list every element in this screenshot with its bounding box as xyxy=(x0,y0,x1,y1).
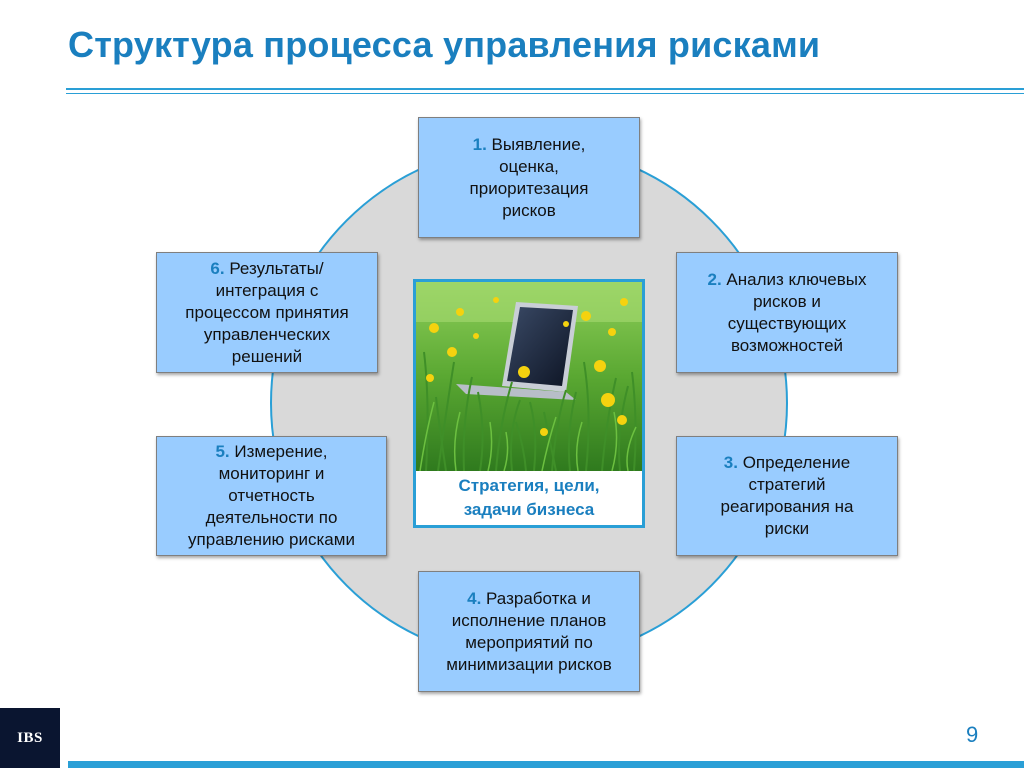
step-2-text: Анализ ключевых рисков и существующих во… xyxy=(726,269,867,355)
title-rule-thick xyxy=(66,88,1024,90)
step-4-box: 4. Разработка и исполнение планов меропр… xyxy=(418,571,640,692)
center-label: Стратегия, цели, задачи бизнеса xyxy=(416,471,642,525)
step-2-number: 2. xyxy=(707,269,722,289)
step-5-number: 5. xyxy=(215,442,230,461)
step-3-number: 3. xyxy=(723,453,738,472)
step-1-box: 1. Выявление, оценка, приоритезация риск… xyxy=(418,117,640,238)
step-6-text: Результаты/ интеграция с процессом приня… xyxy=(185,258,349,366)
laptop-in-grass-photo xyxy=(416,282,642,471)
step-3-text: Определение стратегий реагирования на ри… xyxy=(720,453,854,538)
step-1-number: 1. xyxy=(472,134,487,154)
footer-bar xyxy=(68,761,1024,768)
ibs-logo: IBS xyxy=(0,708,60,768)
page-number: 9 xyxy=(966,722,979,747)
step-6-number: 6. xyxy=(210,258,225,278)
step-6-box: 6. Результаты/ интеграция с процессом пр… xyxy=(156,252,378,373)
center-strategy-card: Стратегия, цели, задачи бизнеса xyxy=(413,279,645,528)
step-5-text: Измерение, мониторинг и отчетность деяте… xyxy=(188,442,355,549)
title-rule-thin xyxy=(66,93,1024,94)
step-3-box: 3. Определение стратегий реагирования на… xyxy=(676,436,898,556)
step-2-box: 2. Анализ ключевых рисков и существующих… xyxy=(676,252,898,373)
step-1-text: Выявление, оценка, приоритезация рисков xyxy=(469,134,589,220)
slide-title: Структура процесса управления рисками xyxy=(68,24,821,65)
step-4-number: 4. xyxy=(467,588,482,608)
step-4-text: Разработка и исполнение планов мероприят… xyxy=(446,588,612,674)
step-5-box: 5. Измерение, мониторинг и отчетность де… xyxy=(156,436,387,556)
